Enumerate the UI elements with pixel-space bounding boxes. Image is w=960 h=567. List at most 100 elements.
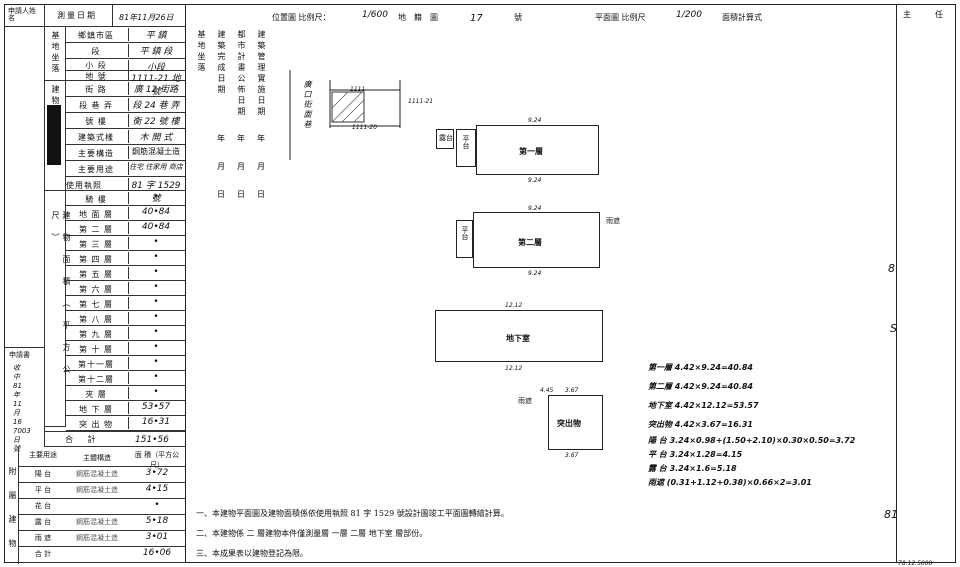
- applicant-side-line: 年: [13, 391, 20, 399]
- basic-row-section: 段平 鎮 段: [66, 43, 185, 59]
- applicant-side-line: 16: [13, 418, 22, 426]
- survey-date: 81年11月26日: [119, 13, 174, 22]
- calc-line: 第一層 4.42×9.24=40.84: [648, 363, 753, 372]
- calc-line: 地下室 4.42×12.12=53.57: [648, 401, 759, 410]
- plan-floor2-tag: 雨遮: [606, 217, 620, 225]
- date-unit: 日: [217, 190, 225, 199]
- floor-row: 第 七 層•: [66, 296, 185, 311]
- right-mark-2: 81: [884, 508, 898, 521]
- floor-row: 第 十 層•: [66, 341, 185, 356]
- plan-floor1-platform: 平台: [456, 129, 476, 167]
- building-row-structure: 主要構造鋼筋混凝土造: [66, 145, 185, 161]
- applicant-label: 申請人姓名: [8, 7, 36, 22]
- applicant-side-line: 號: [13, 445, 20, 453]
- attached-row: 花 台•: [19, 499, 185, 515]
- right-column: 主 任: [896, 4, 956, 563]
- location-code-2: 1111-20: [352, 124, 378, 131]
- calc-line: 陽 台 3.24×0.98+(1.50+2.10)×0.30×0.50=3.72: [648, 436, 856, 445]
- survey-date-cell: 81年11月26日: [113, 5, 185, 27]
- floor-row: 第 九 層•: [66, 326, 185, 341]
- plan-floor1-dim-top: 9.24: [528, 117, 542, 124]
- location-code-1: 1111-21: [408, 98, 434, 105]
- floor-row: 第 五 層•: [66, 266, 185, 281]
- plan-basement-dim-bot: 12.12: [505, 365, 523, 372]
- applicant-side-line: 收: [13, 364, 20, 372]
- applicant-side-line: 日: [13, 436, 20, 444]
- location-scale-label: 位置圖 比例尺：: [272, 13, 331, 22]
- floors-total-value: 151•56: [135, 435, 169, 445]
- plan-floor2-platform: 平台: [456, 220, 473, 258]
- building-row-street: 街 路廣 12 街路: [66, 81, 185, 97]
- calc-line: 突出物 4.42×3.67=16.31: [648, 420, 753, 429]
- floors-group-label: 建物面積（平方公尺）: [51, 211, 71, 387]
- location-scale: 1/600: [362, 10, 388, 20]
- plan-roof-dim-top: 3.67: [565, 387, 579, 394]
- applicant-side-line: 月: [13, 409, 20, 417]
- date-unit: 年: [217, 134, 225, 143]
- applicant-side-line: 81: [13, 382, 22, 390]
- right-col-top2: 任: [935, 10, 943, 19]
- date-unit: 月: [257, 162, 265, 171]
- right-col-top: 主: [903, 10, 911, 19]
- building-row-number: 號 樓衡 22 號 樓: [66, 113, 185, 129]
- applicant-side-line: 中: [13, 373, 20, 381]
- floor-row: 第十一層•: [66, 356, 185, 371]
- building-row-style: 建築式樣木 開 式: [66, 129, 185, 145]
- calc-line: 雨遮 (0.31+1.12+0.38)×0.66×2=3.01: [648, 478, 812, 487]
- plan-floor2-dim-top: 9.24: [528, 205, 542, 212]
- location-code-0: 1111: [350, 86, 366, 93]
- floor-row: 第 四 層•: [66, 251, 185, 266]
- attached-header: 主要用途 主體構造 面 積（平方公尺）: [19, 447, 185, 469]
- plan-scale-label: 平面圖 比例尺: [595, 13, 646, 22]
- floor-row: 第 三 層•: [66, 236, 185, 251]
- notes: 一、本建物平面圖及建物面積係依使用執照 81 字 1529 號設計圖竣工平面圖轉…: [196, 504, 696, 564]
- map-sheet-label: 地籍圖: [398, 13, 446, 22]
- basic-group-column: 基地坐落: [45, 27, 66, 81]
- sheet-suffix: 號: [514, 13, 522, 22]
- date-unit: 日: [237, 190, 245, 199]
- main-area: [186, 4, 896, 563]
- plan-roof-left: 4.45: [540, 387, 554, 394]
- redaction-block: [47, 105, 61, 165]
- survey-date-label: 測量日期: [57, 11, 97, 20]
- applicant-side-line: 7003: [13, 427, 31, 435]
- right-mark-0: 8: [888, 262, 895, 275]
- floors-group-column: 建物面積（平方公尺）: [45, 191, 71, 427]
- applicant-name-cell: 申請人姓名: [5, 5, 45, 27]
- area-calc-label: 面積計算式: [722, 13, 762, 22]
- survey-form-table: 申請人姓名 測量日期 81年11月26日 基地坐落 建物門牌 建物面積（平方公尺…: [4, 4, 186, 564]
- note-line: 二、本建物係 二 層建物本件僅測量層 一層 二層 地下室 層部份。: [196, 529, 428, 538]
- right-mark-1: S: [890, 322, 897, 335]
- map-sheet-no: 17: [470, 13, 483, 24]
- date-column-label: 都市計畫公佈日期: [237, 30, 246, 118]
- basic-row-district: 鄉鎮市區平 鎮: [66, 27, 185, 43]
- plan-roof-dim-bot: 3.67: [565, 452, 579, 459]
- floor-row: 第 八 層•: [66, 311, 185, 326]
- left-blank-column: [5, 27, 45, 347]
- plan-floor1: 第一層: [476, 125, 599, 175]
- floor-row: 第十二層•: [66, 371, 185, 386]
- attached-group-column: 附屬建物: [5, 447, 19, 564]
- date-column-label: 建築完成日期: [217, 30, 226, 96]
- footer-code: 78.12.5000: [898, 560, 933, 567]
- location-map: [289, 70, 401, 160]
- plan-floor2-dim-bot: 9.24: [528, 270, 542, 277]
- plan-roof: 突出物: [548, 395, 603, 450]
- survey-date-label-cell: 測量日期: [45, 5, 113, 27]
- date-column-label: 基地坐落: [197, 30, 206, 74]
- plan-floor2: 第二層: [473, 212, 600, 268]
- calc-line: 露 台 3.24×1.6=5.18: [648, 464, 737, 473]
- calc-line: 平 台 3.24×1.28=4.15: [648, 450, 743, 459]
- date-unit: 月: [217, 162, 225, 171]
